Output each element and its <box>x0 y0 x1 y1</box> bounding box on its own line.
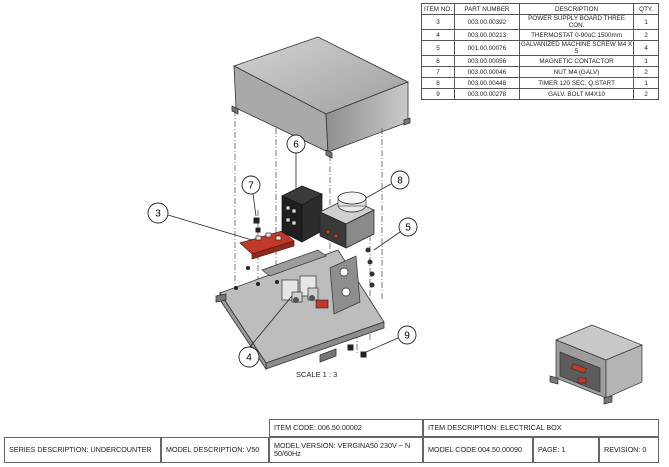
model-code-cell: MODEL CODE:004.50.00090 <box>423 437 533 463</box>
scale-label: SCALE 1 : 3 <box>296 370 338 379</box>
revision-cell: REVISION: 0 <box>599 437 659 463</box>
bom-qty: 2 <box>633 88 659 100</box>
svg-text:5: 5 <box>405 223 411 234</box>
assembled-preview <box>549 324 643 405</box>
bom-row: 6 003.00.00056 MAGNETIC CONTACTOR 1 <box>421 55 659 67</box>
page-cell: PAGE: 1 <box>533 437 599 463</box>
bom-table: ITEM NO. PART NUMBER DESCRIPTION QTY. 3 … <box>421 3 659 100</box>
cover-hood <box>231 36 411 159</box>
bom-item-no: 9 <box>421 88 455 100</box>
bom-description: GALV. BOLT M4X10 <box>518 88 635 100</box>
mounting-bracket <box>329 247 375 315</box>
power-supply-board <box>239 230 295 260</box>
item-code-cell: ITEM CODE: 006.50.00002 <box>269 419 423 437</box>
balloon-4: 4 <box>238 346 260 368</box>
item-description-cell: ITEM DESCRIPTION: ELECTRICAL BOX <box>423 419 659 437</box>
bom-row: 9 003.00.00278 GALV. BOLT M4X10 2 <box>421 88 659 100</box>
svg-text:3: 3 <box>155 209 161 220</box>
svg-text:7: 7 <box>248 181 254 192</box>
balloon-8: 8 <box>390 170 410 190</box>
balloon-3: 3 <box>147 202 169 224</box>
model-version-cell: MODEL VERSION: VERGINA50 230V ~ N 50/60H… <box>269 437 423 463</box>
balloon-6: 6 <box>286 134 306 154</box>
magnetic-contactor <box>281 185 323 243</box>
svg-text:6: 6 <box>293 140 299 151</box>
series-description-cell: SERIES DESCRIPTION: UNDERCOUNTER <box>4 437 161 463</box>
svg-text:9: 9 <box>404 331 410 342</box>
svg-text:4: 4 <box>246 353 252 364</box>
bom-row: 5 001.00.00076 GALVANIZED MACHINE SCREW … <box>421 40 659 56</box>
model-description-cell: MODEL DESCRIPTION: V50 <box>161 437 269 463</box>
timer <box>319 191 375 249</box>
bom-item-no: 4 <box>421 29 455 41</box>
leader-lines <box>167 152 401 353</box>
thermostat-assembly <box>261 249 329 309</box>
balloon-5: 5 <box>398 217 418 237</box>
balloon-9: 9 <box>397 325 417 345</box>
fasteners <box>234 217 367 358</box>
bom-header-row: ITEM NO. PART NUMBER DESCRIPTION QTY. <box>421 3 659 15</box>
balloon-7: 7 <box>241 175 261 195</box>
svg-text:8: 8 <box>397 176 403 187</box>
